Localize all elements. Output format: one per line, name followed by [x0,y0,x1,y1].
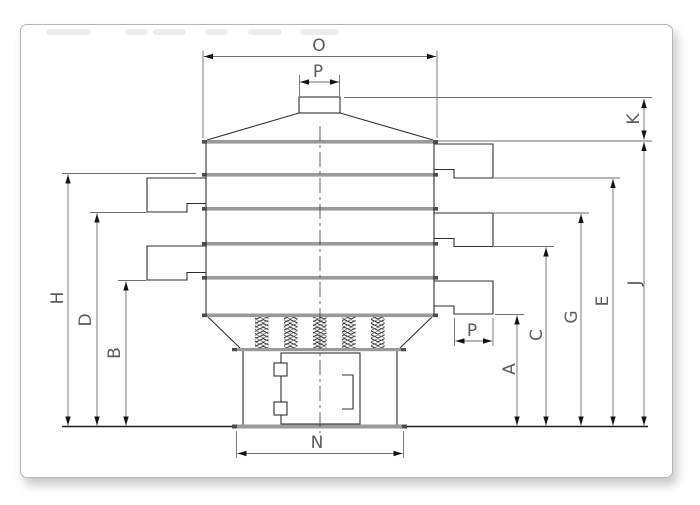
drawing-card [20,24,673,478]
dim-label-p-right: P [467,321,477,341]
dim-label-n: N [311,433,324,453]
spring [371,316,385,348]
base-door [280,352,361,425]
spring-bottom-plate [232,348,406,352]
cone-lid [206,112,434,141]
machine-base [242,351,398,425]
dim-label-p-top: P [313,62,323,82]
spring [313,316,327,348]
dim-label-k: K [624,113,644,125]
funnel-left-slant [207,316,241,349]
dim-label-a: A [500,363,520,375]
dim-label-o: O [312,36,325,56]
dim-label-c: C [527,329,547,341]
inlet-box [298,96,341,114]
suspension-springs [255,316,385,348]
cone-right-slant [339,112,434,141]
dim-label-j: J [625,280,645,286]
watermark-smudge [153,29,186,35]
dim-label-g: G [562,310,582,323]
dimension-labels: O P K J E G C A P N H D B [48,36,645,453]
cone-left-slant [206,112,300,141]
watermark-smudge [248,29,282,35]
outlet-left-upper [146,177,206,213]
dim-label-d: D [76,313,96,326]
spring [255,316,269,348]
watermark-smudge [46,29,91,35]
lower-funnel [207,316,433,349]
dimension-lines [65,53,647,457]
spring [342,316,356,348]
funnel-right-slant [399,316,433,349]
watermark-smudge [125,29,148,35]
door-handle [342,374,354,410]
flange-band [202,173,438,177]
outlet-right-top [434,143,494,179]
watermark-smudge [300,29,339,35]
outlet-right-middle [434,212,494,248]
spring [284,316,298,348]
extension-lines [62,50,652,458]
door-hinge-top [273,362,288,377]
inlet-spout [298,96,341,114]
dim-label-h: H [48,292,68,305]
dim-label-e: E [593,296,613,307]
outlet-right-bottom [434,280,494,315]
door-hinge-bottom [273,401,288,416]
base-bottom-plate [232,424,407,429]
flange-band [202,140,438,144]
watermark-smudge [205,29,228,35]
outlet-left-lower [146,245,206,281]
dim-label-b: B [105,347,125,359]
